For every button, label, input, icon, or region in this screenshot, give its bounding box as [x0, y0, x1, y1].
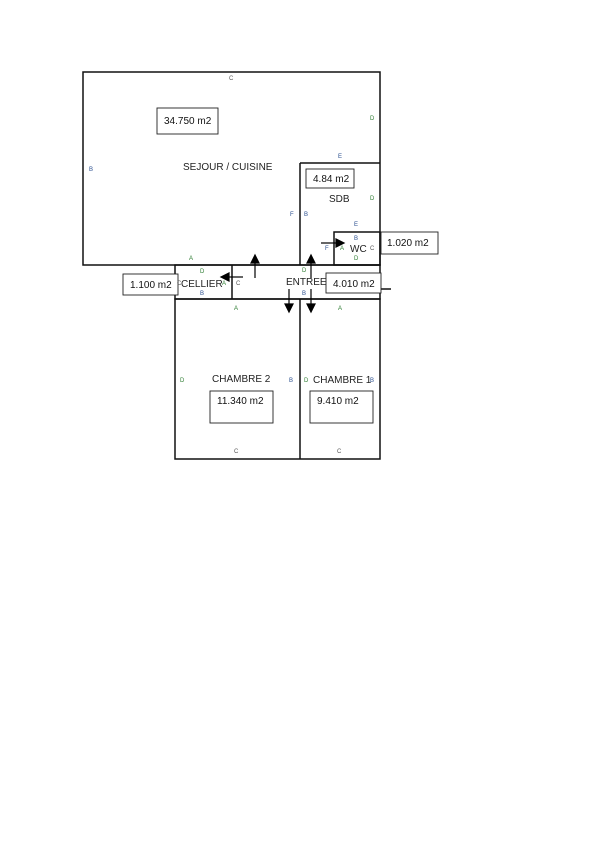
area-box-wc: 1.020 m2 — [380, 231, 439, 255]
room-label-sdb: SDB — [329, 194, 350, 205]
wall-letter-b: B — [89, 167, 93, 173]
wall-letter-b: B — [200, 291, 204, 297]
wall-letter-e: E — [354, 222, 358, 228]
wall-letter-c: C — [229, 76, 234, 82]
arrow-left-cellier-icon — [219, 272, 243, 282]
room-label-chambre1: CHAMBRE 1 — [313, 375, 372, 386]
wall-letter-b: B — [302, 291, 306, 297]
wall-letter-d: D — [370, 196, 375, 202]
area-box-chambre2: 11.340 m2 — [209, 390, 274, 424]
area-box-cellier: 1.100 m2 — [122, 273, 179, 296]
area-value-chambre2: 11.340 m2 — [217, 396, 264, 407]
wall-letters: C D B E F A D B E B F A C D D C A B C D … — [89, 76, 375, 455]
room-label-entree: ENTREE — [286, 277, 327, 288]
area-box-sdb: 4.84 m2 — [305, 168, 355, 189]
arrow-up-sdb-icon — [306, 253, 316, 278]
wall-letter-d: D — [354, 256, 359, 262]
wall-letter-d: D — [370, 116, 375, 122]
area-box-entree: 4.010 m2 — [325, 272, 382, 294]
wall-letter-f: F — [325, 246, 329, 252]
arrow-up-sejour-icon — [250, 253, 260, 278]
wall-letter-a: A — [338, 306, 342, 312]
wall-letter-c: C — [177, 281, 182, 287]
wall-letter-f: F — [290, 212, 294, 218]
arrow-down-chambre2-icon — [284, 289, 294, 314]
wall-letter-d: D — [200, 269, 205, 275]
wall-letter-c: C — [234, 449, 239, 455]
wall-letter-a: A — [222, 281, 226, 287]
room-label-sejour: SEJOUR / CUISINE — [183, 162, 273, 173]
wall-letter-a: A — [234, 306, 238, 312]
wall-letter-c: C — [337, 449, 342, 455]
bedrooms-walls — [174, 298, 381, 460]
arrow-down-chambre1-icon — [306, 289, 316, 314]
wall-letter-b: B — [289, 378, 293, 384]
wall-letter-d: D — [304, 378, 309, 384]
wall-letter-c: C — [236, 281, 241, 287]
room-label-chambre2: CHAMBRE 2 — [212, 374, 271, 385]
wall-letter-c: C — [370, 246, 375, 252]
wall-letter-d: D — [302, 268, 307, 274]
room-label-cellier: CELLIER — [181, 279, 223, 290]
area-value-cellier: 1.100 m2 — [130, 280, 172, 291]
door-arrows — [219, 238, 346, 314]
wall-letter-b: B — [354, 236, 358, 242]
wall-letter-a: A — [189, 256, 193, 262]
wall-letter-b: B — [304, 212, 308, 218]
area-box-sejour: 34.750 m2 — [156, 107, 219, 135]
wall-letter-e: E — [338, 154, 342, 160]
wall-letter-d: D — [180, 378, 185, 384]
area-value-sdb: 4.84 m2 — [313, 174, 350, 185]
area-value-chambre1: 9.410 m2 — [317, 396, 359, 407]
area-box-chambre1: 9.410 m2 — [309, 390, 374, 424]
wall-letter-b: B — [370, 378, 374, 384]
arrow-right-wc-icon — [321, 238, 346, 248]
room-label-wc: WC — [350, 244, 367, 255]
area-value-wc: 1.020 m2 — [387, 238, 429, 249]
area-value-sejour: 34.750 m2 — [164, 116, 212, 127]
area-value-entree: 4.010 m2 — [333, 279, 375, 290]
wall-letter-a: A — [340, 246, 344, 252]
